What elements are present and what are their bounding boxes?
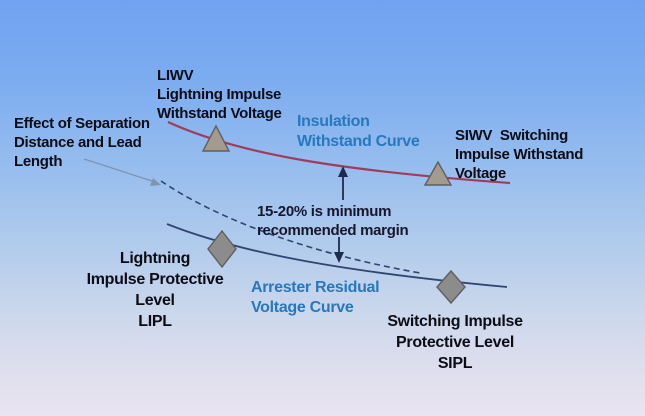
insulation-withstand-curve-label: Insulation Withstand Curve xyxy=(297,113,420,150)
siwv-label: SIWV Switching Impulse Withstand Voltage xyxy=(455,127,584,182)
insulation-withstand-curve-line xyxy=(167,120,511,185)
triangle-markers xyxy=(201,124,453,186)
lipl-diamond-marker xyxy=(207,229,237,269)
margin-arrow-down-head xyxy=(334,252,344,263)
lipl-label: Lightning Impulse Protective Level LIPL xyxy=(86,250,224,330)
separation-effect-label: Effect of Separation Distance and Lead L… xyxy=(14,115,150,170)
liwv-triangle-marker xyxy=(201,124,231,152)
margin-note-label: 15-20% is minimum recommended margin xyxy=(257,203,409,239)
siwv-triangle-marker xyxy=(423,160,453,186)
margin-arrow-up-head xyxy=(338,166,348,177)
sipl-label: Switching Impulse Protective Level SIPL xyxy=(387,313,523,372)
margin-double-arrow xyxy=(338,173,344,254)
diamond-markers xyxy=(207,229,466,305)
sipl-diamond-marker xyxy=(436,269,466,305)
separation-effect-dashed-curve xyxy=(160,180,421,274)
separation-pointer-arrowhead xyxy=(150,178,161,186)
liwv-label: LIWV Lightning Impulse Withstand Voltage xyxy=(157,67,282,122)
separation-pointer-arrow xyxy=(83,158,153,182)
arrester-residual-curve-label: Arrester Residual Voltage Curve xyxy=(251,279,380,316)
